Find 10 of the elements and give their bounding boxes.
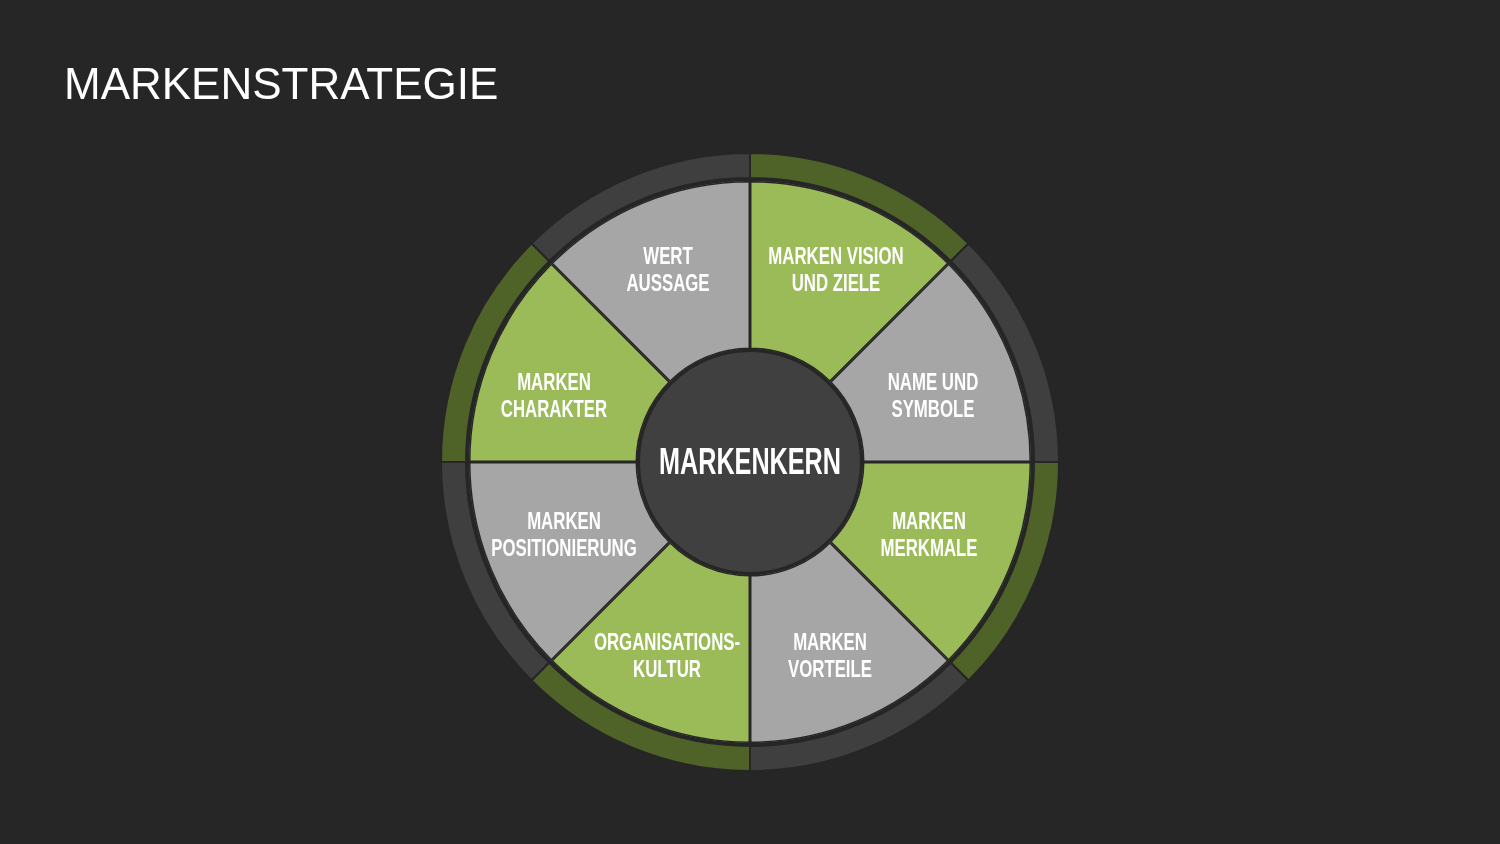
- page-title: MARKENSTRATEGIE: [64, 58, 499, 110]
- segment-label: NAME UND SYMBOLE: [886, 368, 980, 422]
- segment-label: WERT AUSSAGE: [625, 242, 711, 296]
- core-label: MARKENKERN: [659, 442, 841, 482]
- segment-label: ORGANISATIONS- KULTUR: [592, 628, 742, 682]
- segment-label: MARKEN POSITIONIERUNG: [490, 507, 638, 561]
- segment-label: MARKEN VISION UND ZIELE: [767, 242, 905, 296]
- segment-label: MARKEN VORTEILE: [787, 628, 873, 682]
- segment-label: MARKEN CHARAKTER: [499, 368, 609, 422]
- segment-label: MARKEN MERKMALE: [879, 507, 979, 561]
